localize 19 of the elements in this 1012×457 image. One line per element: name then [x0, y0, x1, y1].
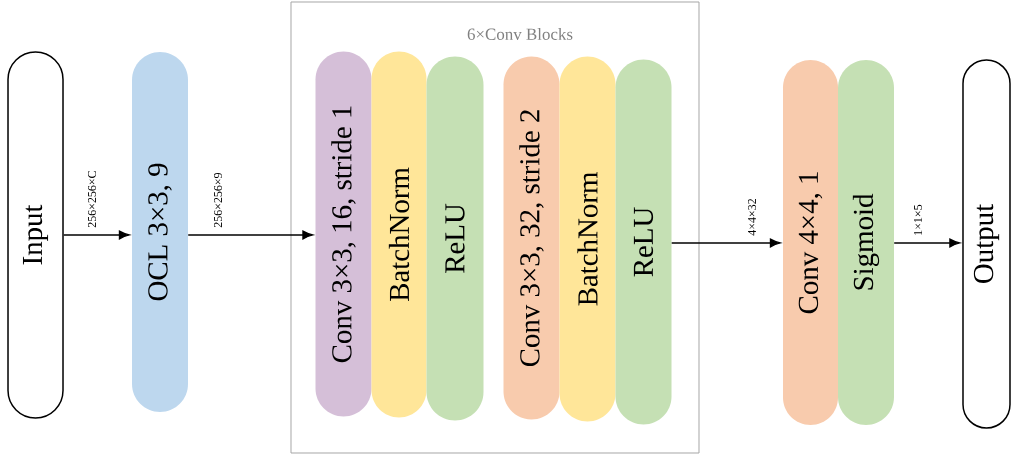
edge-label: 4×4×32: [747, 197, 757, 237]
terminal-pill: Input: [7, 51, 64, 419]
layer-pill: ReLU: [615, 59, 672, 425]
arrow: [671, 238, 781, 248]
arrow: [63, 230, 130, 240]
edge-label: 256×256×9: [213, 171, 223, 229]
terminal-pill: Output: [962, 59, 1011, 429]
edge-label: 256×256×C: [87, 169, 98, 229]
layer-pill: BatchNorm: [371, 51, 427, 418]
layer-pill: Conv 3×3, 32, stride 2: [503, 56, 560, 420]
layer-pill: Conv 4×4, 1: [783, 60, 838, 425]
layer-pill: BatchNorm: [559, 56, 616, 422]
layer-pill: OCL 3×3, 9: [132, 52, 188, 412]
arrow: [187, 230, 314, 240]
layer-pill: Conv 3×3, 16, stride 1: [315, 51, 372, 417]
arrow: [893, 238, 961, 248]
edge-label: 1×1×5: [913, 203, 923, 237]
layer-pill: ReLU: [426, 56, 484, 421]
layer-pill: Sigmoid: [838, 60, 894, 425]
